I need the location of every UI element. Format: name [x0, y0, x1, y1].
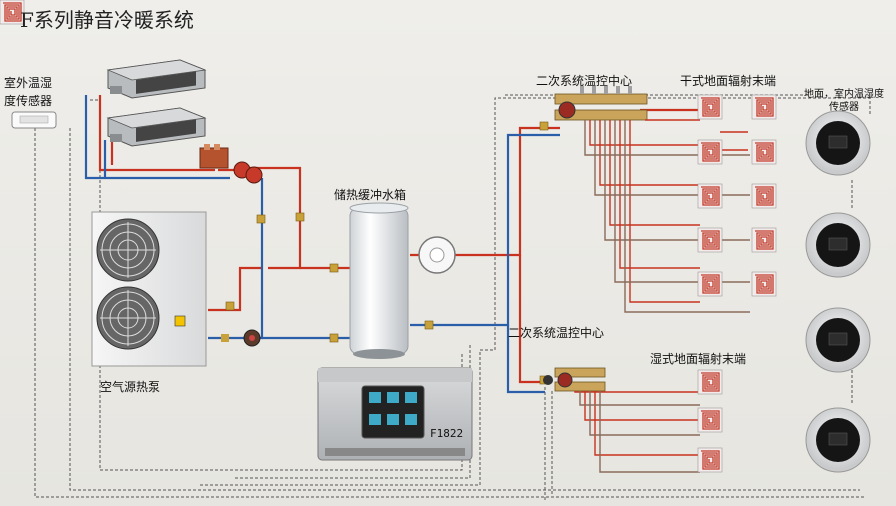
wet-floor-loops [574, 391, 700, 473]
outdoor-sensor-label-line2: 度传感器 [4, 94, 53, 108]
indoor-sensor-label-line2: 传感器 [829, 102, 859, 113]
air-source-heat-pump-icon [91, 211, 207, 367]
diagram-title: F系列静音冷暖系统 [20, 8, 194, 32]
wet-coil-grid [697, 369, 723, 473]
indoor-sensor-label: 地面，室内温湿度 传感器 [794, 88, 894, 114]
wet-floor-label: 湿式地面辐射末端 [650, 352, 747, 366]
buffer-tank-label: 储热缓冲水箱 [334, 188, 407, 202]
indoor-thermostat-1-icon [805, 110, 871, 176]
heat-pump-label: 空气源热泵 [100, 380, 161, 394]
pump-icon [221, 329, 261, 347]
control-center-bottom-label: 二次系统温控中心 [508, 326, 605, 340]
dry-floor-loops [584, 119, 750, 313]
flow-meter-icon [418, 236, 456, 274]
control-center-top-label: 二次系统温控中心 [536, 74, 633, 88]
outdoor-sensor-label-line1: 室外温湿 [4, 76, 53, 90]
manifold-bottom-icon [543, 367, 606, 392]
indoor-thermostat-2-icon [805, 212, 871, 278]
floor-coils [0, 0, 25, 25]
diverter-valve-icon [199, 144, 263, 184]
manifold-top-icon [554, 86, 648, 121]
outdoor-sensor-icon [11, 111, 57, 129]
dry-floor-label: 干式地面辐射末端 [680, 74, 777, 88]
buffer-tank-icon [349, 202, 409, 359]
indoor-thermostat-3-icon [805, 307, 871, 373]
controller-model-label: F1822 [430, 427, 464, 440]
fan-coil-unit-top-icon [106, 59, 207, 99]
indoor-sensor-label-line1: 地面，室内温湿度 [804, 89, 884, 100]
indoor-thermostat-4-icon [805, 407, 871, 473]
fan-coil-unit-bottom-icon [106, 107, 207, 147]
outdoor-sensor-label: 室外温湿 度传感器 [4, 74, 52, 110]
controller-f1822-icon [317, 367, 473, 461]
